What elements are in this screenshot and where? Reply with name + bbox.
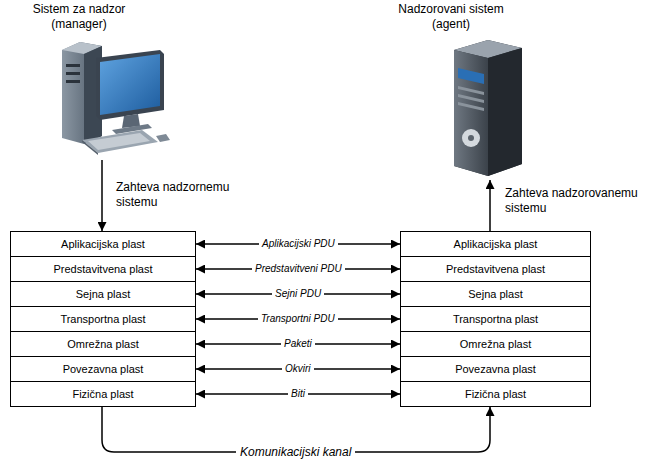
layer-name: Fizična plast [465, 388, 526, 401]
system-title: Sistem za nadzor (manager) [20, 2, 138, 32]
system-node: Sistem za nadzor (manager) [20, 2, 172, 160]
layer-name: Sejna plast [76, 288, 130, 301]
pdu-label: Sejni PDU [272, 288, 324, 300]
system-title: Nadzorovani sistem (agent) [392, 2, 510, 32]
layer-box: Omrežna plast [10, 331, 196, 357]
layer-box: Omrežna plast [400, 331, 591, 357]
pdu-label: Predstavitveni PDU [252, 263, 345, 275]
pdu-label: Transportni PDU [258, 313, 338, 325]
layer-name: Fizična plast [72, 388, 133, 401]
pdu-label: Okviri [282, 363, 314, 375]
layer-name: Predstavitvena plast [53, 263, 152, 276]
layer-box: Transportna plast [400, 306, 591, 332]
request-label: Zahteva nadzorovanemu sistemu [505, 186, 645, 216]
layer-name: Predstavitvena plast [446, 263, 545, 276]
layer-name: Povezavna plast [63, 363, 144, 376]
layer-name: Transportna plast [60, 313, 145, 326]
layer-box: Sejna plast [10, 281, 196, 307]
pdu-label: Paketi [281, 338, 315, 350]
layer-box: Sejna plast [400, 281, 591, 307]
layer-name: Transportna plast [453, 313, 538, 326]
layer-box: Aplikacijska plast [400, 231, 591, 257]
layer-name: Omrežna plast [67, 338, 139, 351]
computer-icon [58, 40, 173, 155]
layer-name: Aplikacijska plast [61, 238, 145, 251]
layer-name: Povezavna plast [455, 363, 536, 376]
layer-name: Omrežna plast [460, 338, 532, 351]
pdu-label: Aplikacijski PDU [259, 238, 338, 250]
layer-box: Predstavitvena plast [400, 256, 591, 282]
server-icon [448, 38, 528, 178]
layer-box: Fizična plast [400, 381, 591, 407]
channel-label: Komunikacijski kanal [236, 445, 355, 459]
layer-box: Predstavitvena plast [10, 256, 196, 282]
layer-name: Sejna plast [468, 288, 522, 301]
request-label: Zahteva nadzornemu sistemu [116, 180, 251, 210]
connector-arrow [489, 180, 491, 231]
layer-box: Povezavna plast [400, 356, 591, 382]
system-node: Nadzorovani sistem (agent) [392, 2, 532, 180]
layer-name: Aplikacijska plast [454, 238, 538, 251]
layer-box: Transportna plast [10, 306, 196, 332]
layer-box: Fizična plast [10, 381, 196, 407]
pdu-label: Biti [288, 388, 308, 400]
layer-box: Povezavna plast [10, 356, 196, 382]
connector-arrow [101, 160, 103, 231]
layer-box: Aplikacijska plast [10, 231, 196, 257]
